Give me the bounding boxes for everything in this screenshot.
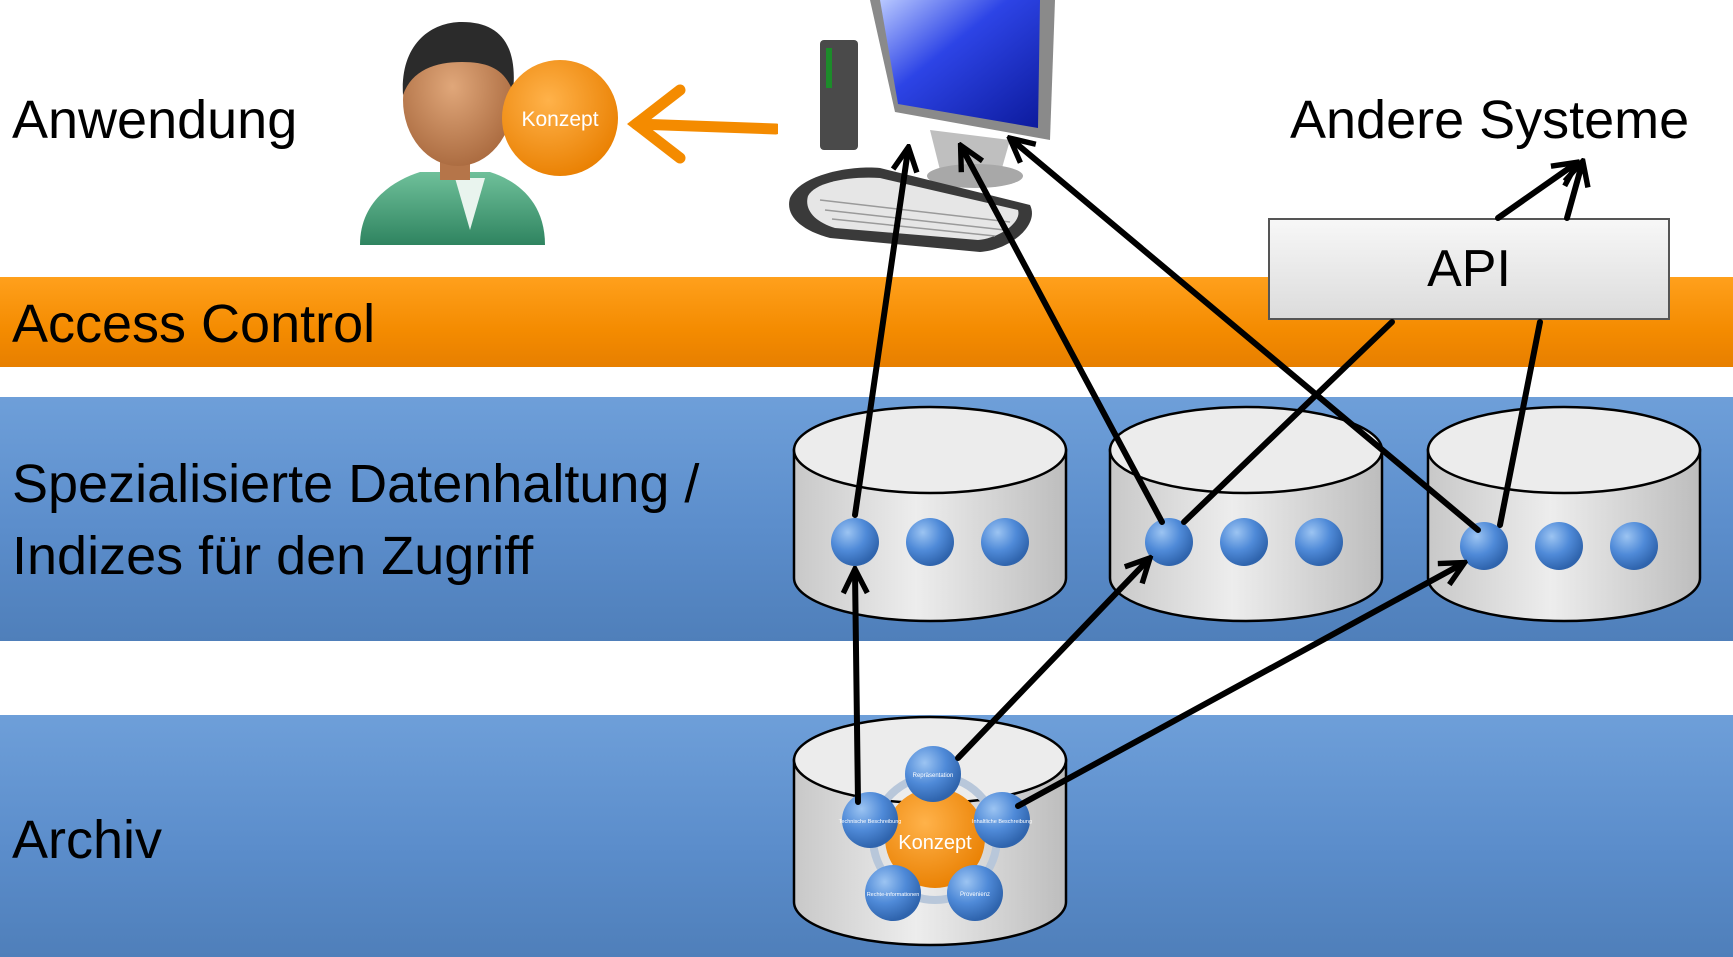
concept-node-provenance: Provenienz [947,865,1003,921]
index-node [1535,522,1583,570]
archive-concept-graph: Konzept Repräsentation Inhaltliche Besch… [839,746,1032,921]
orange-arrow [627,84,782,164]
index-node [1460,522,1508,570]
concept-bubble: Konzept [502,60,618,176]
index-node [1295,518,1343,566]
archive-label: Archiv [12,810,163,870]
computer-icon [778,0,1073,277]
arrow-index2-to-computer [962,148,1165,525]
storage-cylinder-3 [1426,405,1702,623]
index-node [1145,518,1193,566]
arrow-index1-to-computer [852,150,908,518]
application-label: Anwendung [12,90,298,150]
index-node [1610,522,1658,570]
arrow-index3-to-api [1497,319,1543,528]
storage-cylinder-2 [1108,405,1384,623]
concept-node-representation: Repräsentation [905,746,961,802]
arrow-archive-to-index3 [1015,564,1462,809]
api-box: API [1268,218,1670,320]
svg-text:Provenienz: Provenienz [960,892,990,898]
index-nodes [831,518,1658,570]
concept-node-technical-description: Technische Beschreibung [839,792,902,848]
arrow-index3-to-computer [1012,140,1481,533]
specialized-storage-label-line1: Spezialisierte Datenhaltung / [12,454,700,514]
archive-concept-label: Konzept [898,832,972,854]
arrow-archive-to-index2 [955,560,1148,761]
storage-cylinder-1 [792,405,1068,623]
specialized-storage-label-line2: Indizes für den Zugriff [12,526,534,586]
concept-node-rights-information: Rechte-informationen [865,865,921,921]
concept-bubble-label: Konzept [521,108,598,131]
svg-text:Repräsentation: Repräsentation [913,773,954,779]
arrow-api-to-other-systems-1 [1495,164,1575,221]
svg-text:Technische Beschreibung: Technische Beschreibung [839,819,902,825]
other-systems-label: Andere Systeme [1290,90,1690,150]
index-node [981,518,1029,566]
svg-text:Inhaltliche Beschreibung: Inhaltliche Beschreibung [972,819,1032,825]
svg-text:Rechte-informationen: Rechte-informationen [867,892,920,898]
arrow-api-to-other-systems-2 [1567,164,1582,221]
access-control-label: Access Control [12,294,376,354]
api-label: API [1427,240,1511,298]
arrow-archive-to-index1 [855,572,858,805]
arrow-index2-to-api [1181,319,1395,525]
index-node [831,518,879,566]
data-flow-arrows [852,140,1582,809]
index-node [1220,518,1268,566]
user-figure [360,22,545,245]
index-node [906,518,954,566]
specialized-storage-label: Spezialisierte Datenhaltung / Indizes fü… [12,448,699,592]
